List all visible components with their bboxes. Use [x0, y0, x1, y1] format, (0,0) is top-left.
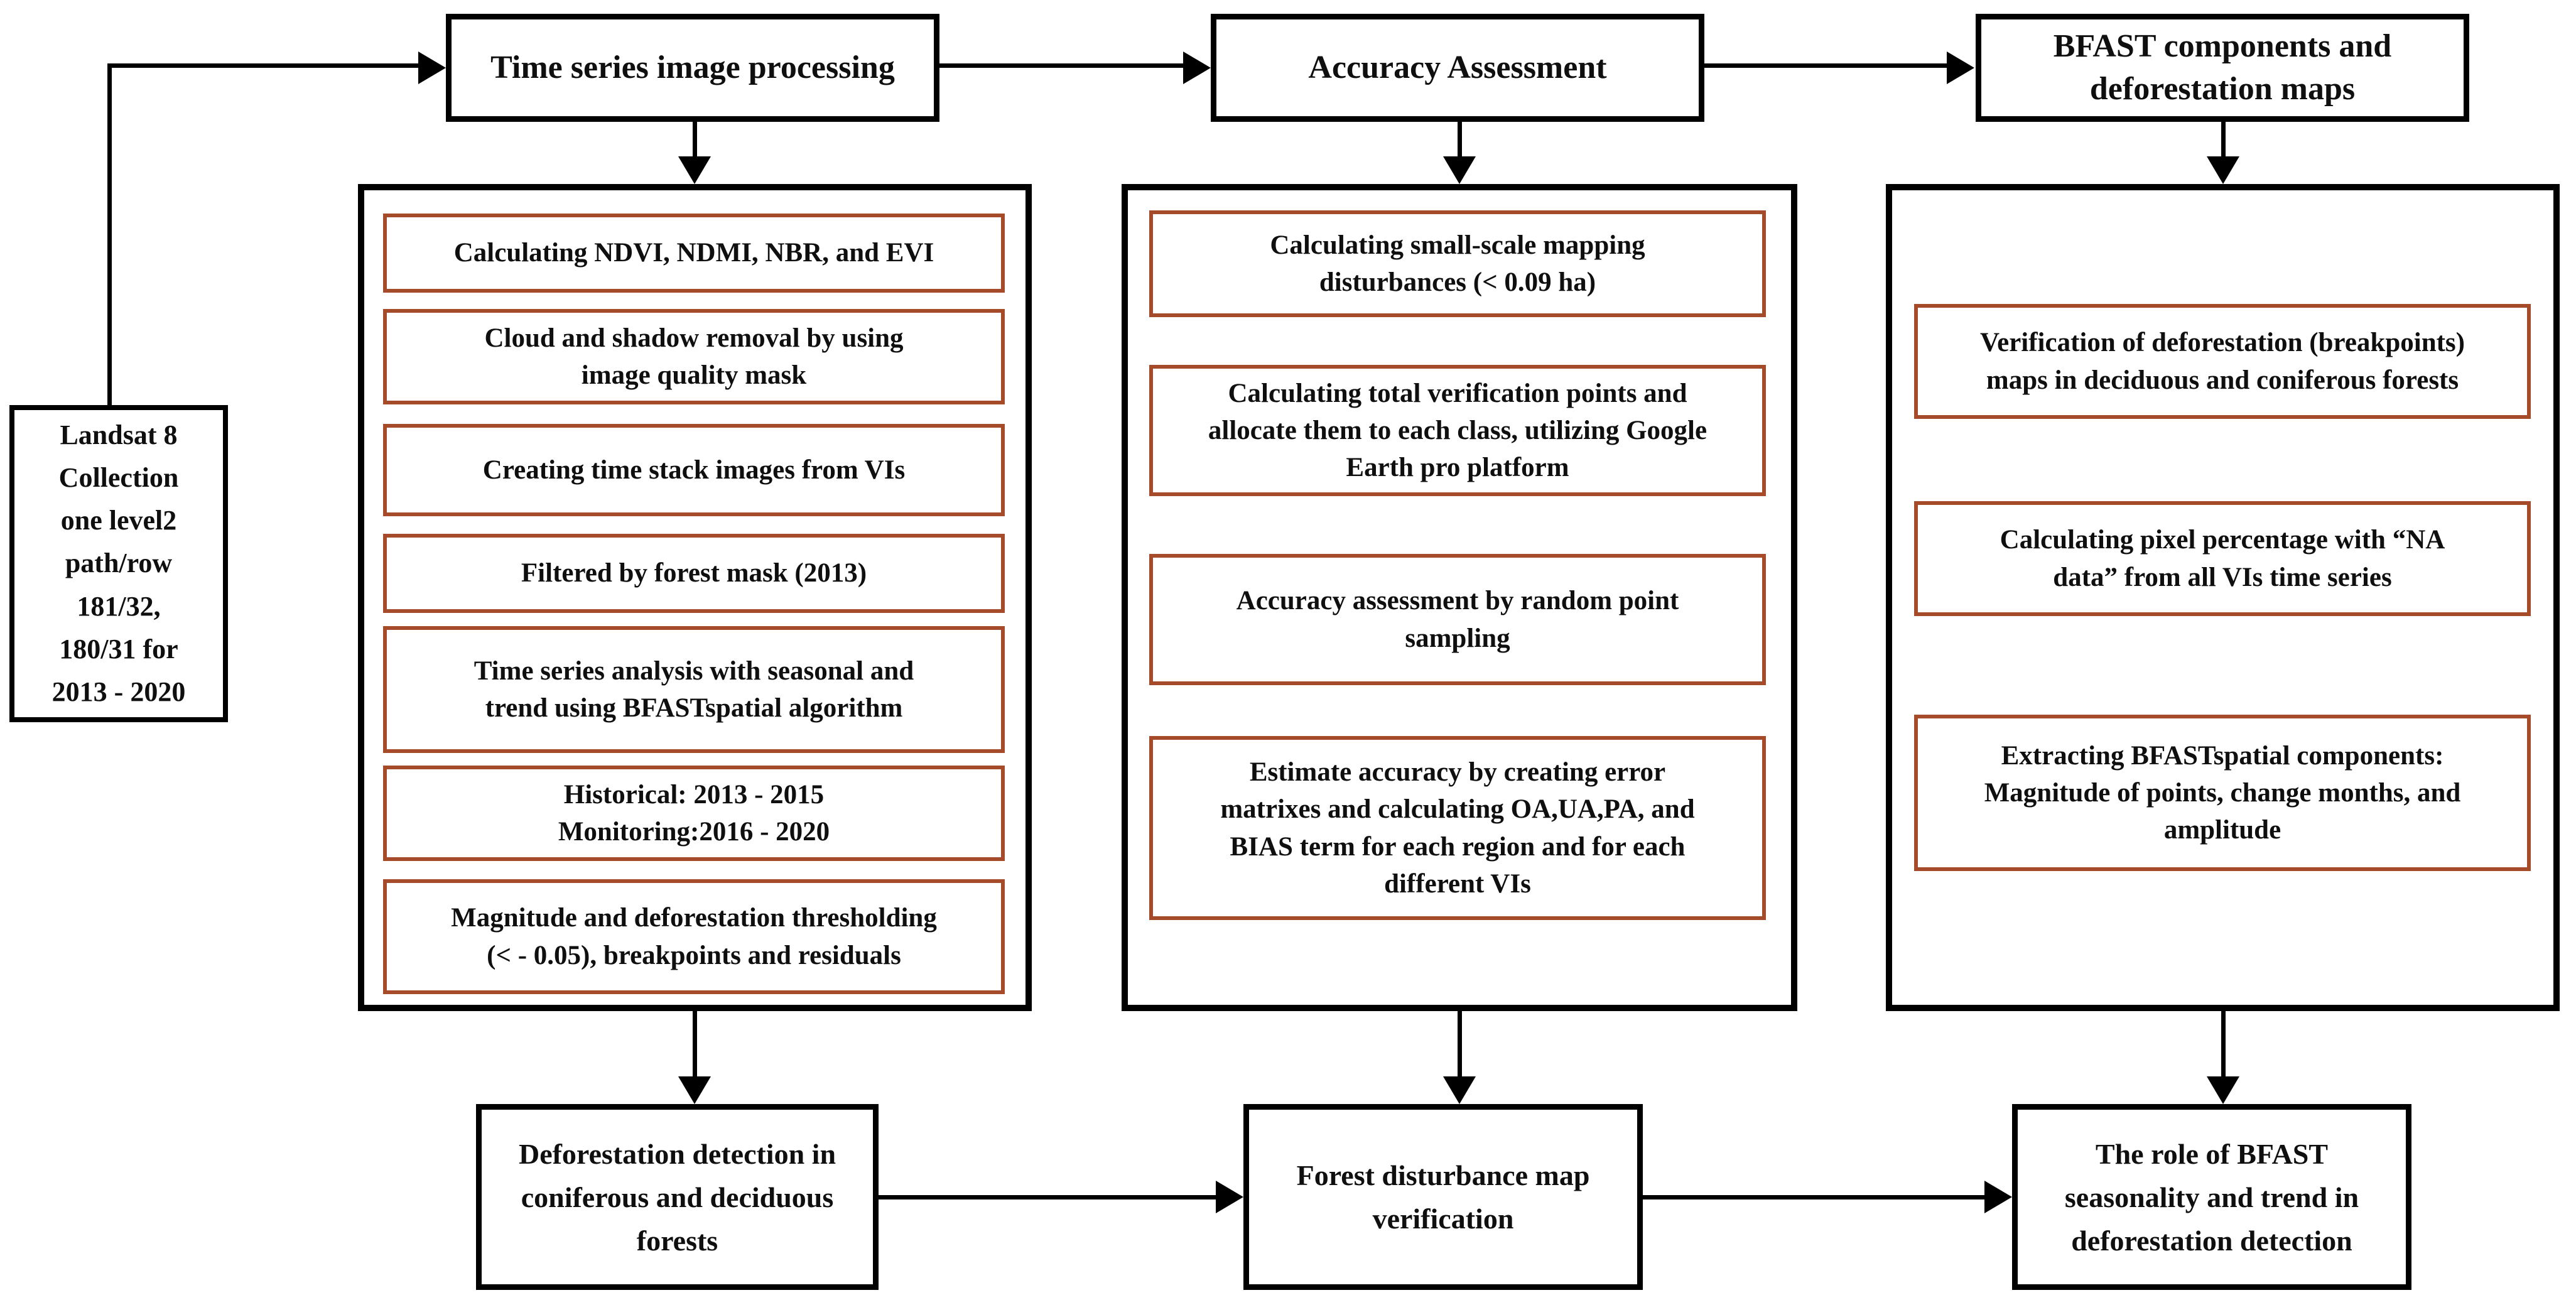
output-bfast-role: The role of BFAST seasonality and trend … [2012, 1104, 2411, 1290]
connector-column1-output1 [693, 1011, 697, 1076]
arrow-down-icon [1443, 156, 1476, 184]
step-box: Calculating pixel percentage with “NA da… [1914, 501, 2531, 616]
step-box: Estimate accuracy by creating error matr… [1149, 736, 1766, 920]
connector-source-vertical [107, 65, 112, 405]
connector-column3-output3 [2221, 1011, 2226, 1076]
step-box: Magnitude and deforestation thresholding… [383, 879, 1005, 994]
output-forest-disturbance-verification: Forest disturbance map verification [1243, 1104, 1643, 1290]
step-box: Historical: 2013 - 2015 Monitoring:2016 … [383, 766, 1005, 861]
arrow-down-icon [2207, 1076, 2239, 1104]
arrow-right-icon [1947, 51, 1974, 84]
connector-header3-column3 [2221, 122, 2226, 156]
step-box: Filtered by forest mask (2013) [383, 534, 1005, 613]
connector-output1-output2 [879, 1195, 1216, 1199]
arrow-down-icon [678, 1076, 711, 1104]
connector-header2-header3 [1704, 63, 1947, 68]
arrow-right-icon [1216, 1181, 1243, 1213]
connector-header1-column1 [693, 122, 697, 156]
arrow-down-icon [678, 156, 711, 184]
arrow-down-icon [2207, 156, 2239, 184]
step-box: Verification of deforestation (breakpoin… [1914, 304, 2531, 419]
arrow-right-icon [1984, 1181, 2012, 1213]
connector-source-horizontal [107, 63, 418, 68]
connector-header2-column2 [1458, 122, 1462, 156]
output-deforestation-detection: Deforestation detection in coniferous an… [476, 1104, 879, 1290]
step-box: Calculating total verification points an… [1149, 365, 1766, 496]
arrow-down-icon [1443, 1076, 1476, 1104]
step-box: Calculating small-scale mapping disturba… [1149, 210, 1766, 317]
header-bfast-components: BFAST components and deforestation maps [1976, 14, 2469, 122]
step-box: Time series analysis with seasonal and t… [383, 626, 1005, 753]
step-box: Calculating NDVI, NDMI, NBR, and EVI [383, 214, 1005, 293]
header-time-series-processing: Time series image processing [446, 14, 939, 122]
step-box: Extracting BFASTspatial components: Magn… [1914, 715, 2531, 871]
connector-output2-output3 [1643, 1195, 1984, 1199]
step-box: Creating time stack images from VIs [383, 424, 1005, 516]
arrow-right-icon [418, 51, 446, 84]
arrow-right-icon [1183, 51, 1211, 84]
header-accuracy-assessment: Accuracy Assessment [1211, 14, 1704, 122]
connector-header1-header2 [939, 63, 1183, 68]
source-landsat-box: Landsat 8 Collection one level2 path/row… [9, 405, 228, 722]
connector-column2-output2 [1458, 1011, 1462, 1076]
step-box: Accuracy assessment by random point samp… [1149, 554, 1766, 685]
step-box: Cloud and shadow removal by using image … [383, 309, 1005, 404]
